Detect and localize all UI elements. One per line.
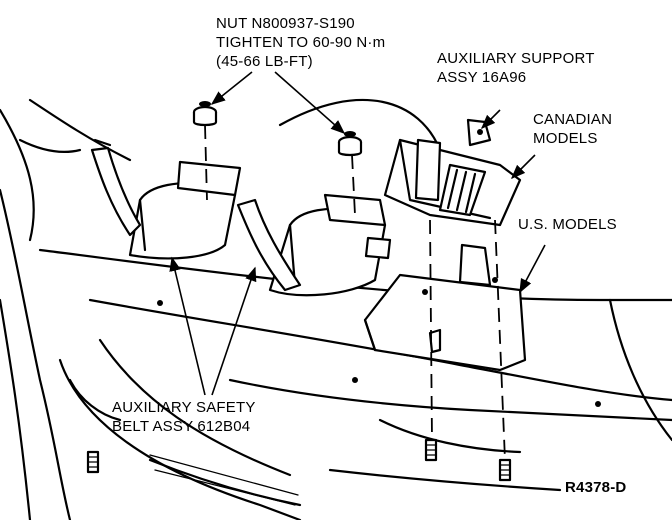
safety-belt-label-line-1: AUXILIARY SAFETY bbox=[112, 399, 256, 416]
middle-belt-buckle bbox=[236, 193, 392, 297]
figure-reference-code: R4378-D bbox=[565, 479, 627, 496]
us-support-bracket bbox=[363, 243, 527, 372]
left-belt-buckle bbox=[90, 138, 242, 260]
nut-right bbox=[337, 131, 363, 157]
us-models-label: U.S. MODELS bbox=[518, 216, 617, 233]
aux-support-label-line-1: AUXILIARY SUPPORT bbox=[437, 50, 595, 67]
stud-left bbox=[424, 438, 438, 462]
nut-label-line-1: NUT N800937-S190 bbox=[216, 15, 355, 32]
canadian-label-line-2: MODELS bbox=[533, 130, 598, 147]
aux-support-label-line-2: ASSY 16A96 bbox=[437, 69, 527, 86]
canadian-label-line-1: CANADIAN bbox=[533, 111, 613, 128]
nut-label: NUT N800937-S190 TIGHTEN TO 60-90 N·m (4… bbox=[216, 14, 385, 71]
stud-far-left bbox=[86, 450, 100, 474]
nut-left bbox=[192, 101, 218, 127]
canadian-support-bracket bbox=[383, 118, 522, 227]
stud-right bbox=[498, 458, 512, 482]
canadian-models-label: CANADIAN MODELS bbox=[533, 110, 612, 148]
aux-support-label: AUXILIARY SUPPORT ASSY 16A96 bbox=[437, 49, 595, 87]
safety-belt-label-line-2: BELT ASSY 612B04 bbox=[112, 418, 251, 435]
safety-belt-label: AUXILIARY SAFETY BELT ASSY 612B04 bbox=[112, 398, 256, 436]
nut-label-line-3: (45-66 LB-FT) bbox=[216, 53, 313, 70]
nut-label-line-2: TIGHTEN TO 60-90 N·m bbox=[216, 34, 386, 51]
